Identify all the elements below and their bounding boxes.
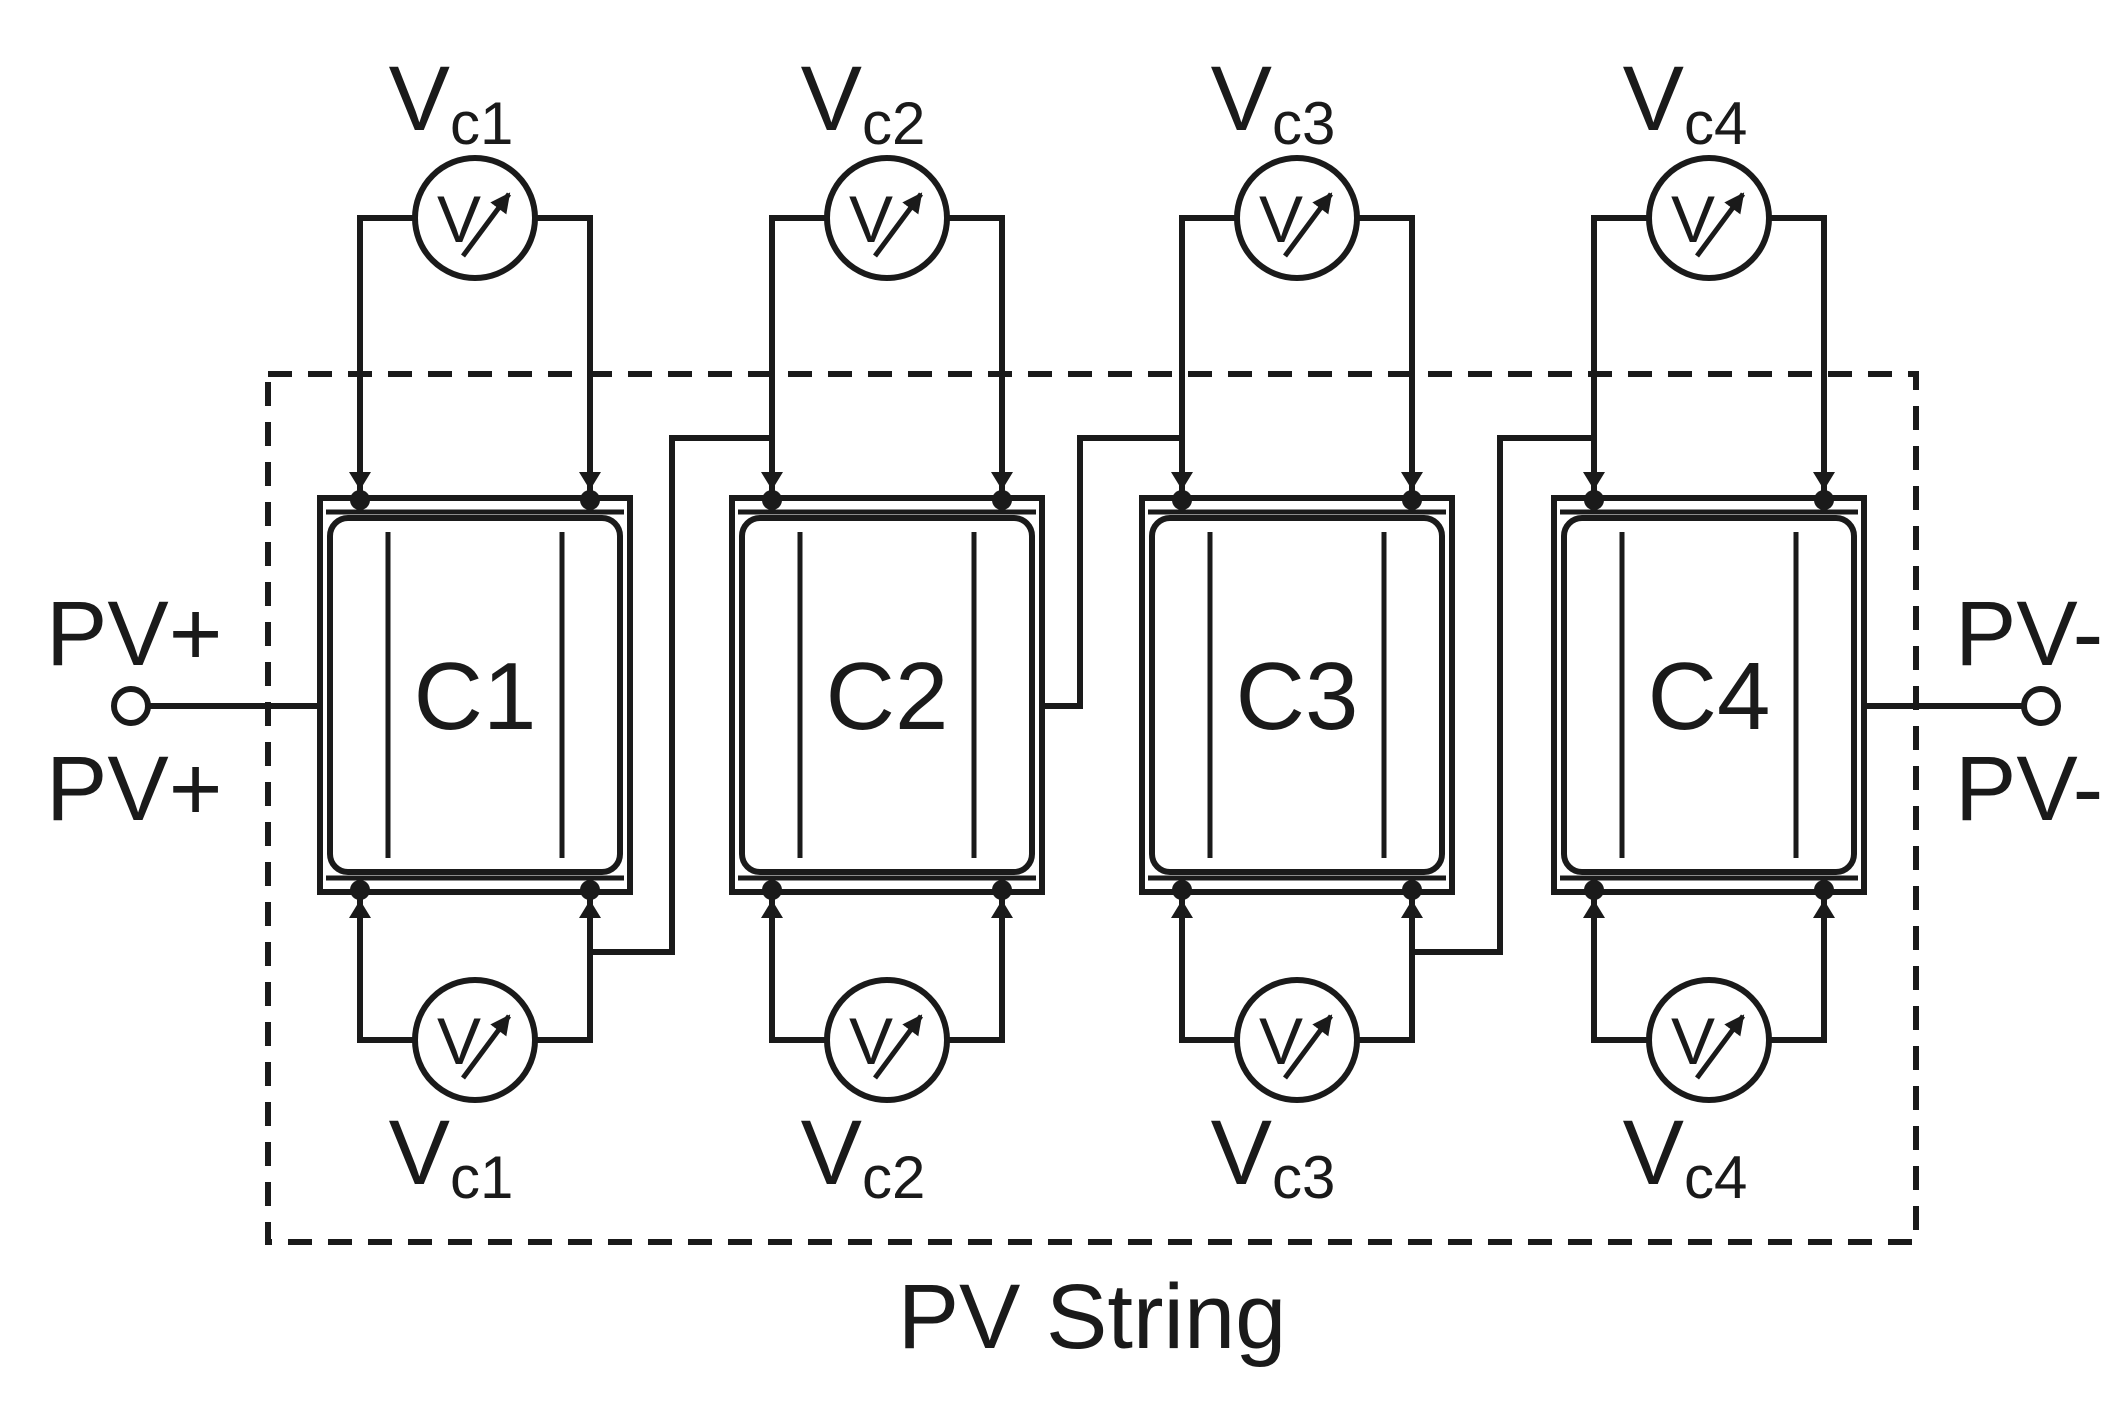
voltmeter-circle xyxy=(412,155,538,281)
voltmeter-needle-icon xyxy=(460,1014,512,1080)
pv-string-label: PV String xyxy=(898,1266,1287,1368)
probe-arrow-icon xyxy=(1583,900,1605,918)
voltmeter-symbol: V xyxy=(849,182,893,256)
negative-terminal-node xyxy=(2021,686,2061,726)
cell-frame xyxy=(729,495,1045,895)
series-interconnects xyxy=(587,435,1597,955)
positive-terminal-bottom-label: PV+ xyxy=(46,738,222,840)
cell-label: C2 xyxy=(826,643,949,750)
cell-label: C4 xyxy=(1648,643,1771,750)
cell-label: C1 xyxy=(414,643,537,750)
probe-arrow-icon xyxy=(349,472,371,490)
voltmeter-top-4: V Vc4 xyxy=(1623,48,1772,281)
voltmeter-top-2: V Vc2 xyxy=(801,48,950,281)
probe-arrow-icon xyxy=(1171,900,1193,918)
voltmeter-needle-icon xyxy=(872,1014,924,1080)
voltmeter-needle-icon xyxy=(1694,1014,1746,1080)
voltmeter-bottom-1: V Vc1 xyxy=(389,977,538,1211)
voltmeter-needle-icon xyxy=(460,192,512,258)
voltmeter-symbol: V xyxy=(1671,182,1715,256)
voltmeter-symbol: V xyxy=(1671,1004,1715,1078)
voltmeter-circle xyxy=(1234,977,1360,1103)
positive-terminal: PV+ PV+ xyxy=(46,583,320,840)
voltmeter-top-3: V Vc3 xyxy=(1211,48,1360,281)
voltmeter-bottom-3: V Vc3 xyxy=(1211,977,1360,1211)
voltage-label-bottom-4: Vc4 xyxy=(1623,1102,1748,1211)
probe-arrow-icon xyxy=(761,900,783,918)
cell-body xyxy=(1561,515,1857,875)
voltmeter-circle xyxy=(824,155,950,281)
voltmeter-top-1: V Vc1 xyxy=(389,48,538,281)
voltmeter-needle-icon xyxy=(1282,192,1334,258)
voltmeter-symbol: V xyxy=(1259,1004,1303,1078)
voltage-label-top-4: Vc4 xyxy=(1623,48,1748,157)
voltage-label-bottom-2: Vc2 xyxy=(801,1102,926,1211)
voltmeter-bottom-4: V Vc4 xyxy=(1623,977,1772,1211)
cell-frame xyxy=(317,495,633,895)
voltmeter-circle xyxy=(412,977,538,1103)
positive-terminal-top-label: PV+ xyxy=(46,583,222,685)
voltmeter-symbol: V xyxy=(437,182,481,256)
probe-arrow-icon xyxy=(991,900,1013,918)
cell-body xyxy=(739,515,1035,875)
pv-string-boundary xyxy=(265,371,1919,1245)
negative-terminal-top-label: PV- xyxy=(1955,583,2103,685)
voltmeter-circle xyxy=(824,977,950,1103)
probe-arrow-icon xyxy=(1813,900,1835,918)
cell-body xyxy=(327,515,623,875)
cell-frame xyxy=(1551,495,1867,895)
positive-terminal-node xyxy=(111,686,151,726)
voltage-label-top-1: Vc1 xyxy=(389,48,514,157)
negative-terminal-bottom-label: PV- xyxy=(1955,738,2103,840)
voltage-label-top-3: Vc3 xyxy=(1211,48,1336,157)
voltmeter-symbol: V xyxy=(1259,182,1303,256)
probe-arrow-icon xyxy=(991,472,1013,490)
negative-terminal: PV- PV- xyxy=(1865,583,2103,840)
probe-arrow-icon xyxy=(1813,472,1835,490)
voltmeter-needle-icon xyxy=(1282,1014,1334,1080)
probe-arrow-icon xyxy=(579,472,601,490)
probe-arrow-icon xyxy=(349,900,371,918)
cell-body xyxy=(1149,515,1445,875)
voltage-label-bottom-1: Vc1 xyxy=(389,1102,514,1211)
voltmeter-bottom-2: V Vc2 xyxy=(801,977,950,1211)
cell-frame xyxy=(1139,495,1455,895)
voltmeter-needle-icon xyxy=(1694,192,1746,258)
probe-arrow-icon xyxy=(1401,472,1423,490)
voltmeter-circle xyxy=(1646,155,1772,281)
voltmeter-circle xyxy=(1646,977,1772,1103)
cell-label: C3 xyxy=(1236,643,1359,750)
voltmeter-symbol: V xyxy=(849,1004,893,1078)
voltage-label-top-2: Vc2 xyxy=(801,48,926,157)
voltmeter-needle-icon xyxy=(872,192,924,258)
voltmeter-circle xyxy=(1234,155,1360,281)
voltmeter-symbol: V xyxy=(437,1004,481,1078)
voltage-label-bottom-3: Vc3 xyxy=(1211,1102,1336,1211)
